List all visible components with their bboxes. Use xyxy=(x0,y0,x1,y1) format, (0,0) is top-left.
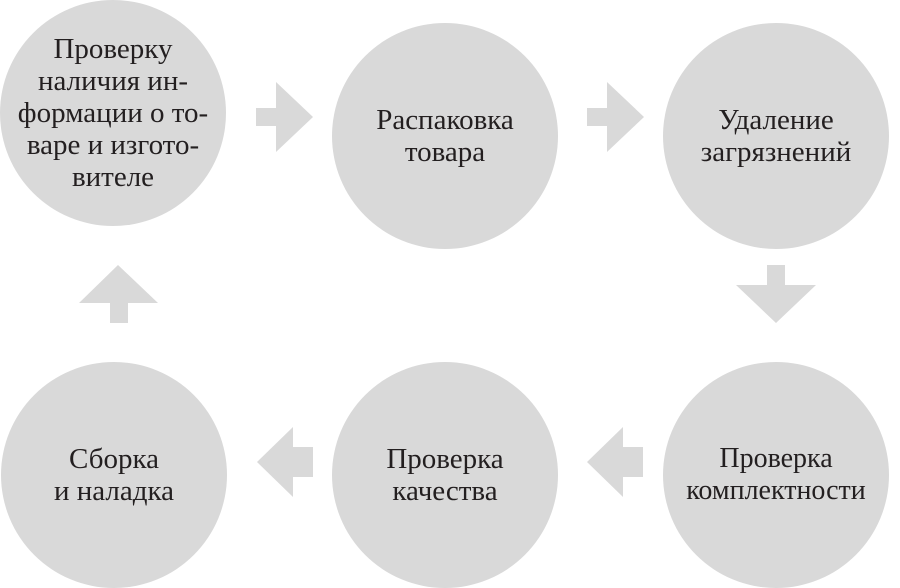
arrow-down-3-to-4 xyxy=(736,265,816,323)
step-circle-1: Проверку наличия ин- формации о то- варе… xyxy=(0,0,226,226)
step-label-4: Проверка комплектности xyxy=(686,443,866,506)
step-circle-6: Сборка и наладка xyxy=(1,362,227,588)
arrow-left-5-to-6 xyxy=(257,427,313,497)
step-label-2: Распаковка товара xyxy=(376,104,514,168)
step-circle-4: Проверка комплектности xyxy=(663,362,889,588)
step-circle-3: Удаление загрязнений xyxy=(663,23,889,249)
step-label-3: Удаление загрязнений xyxy=(700,104,852,168)
step-label-5: Проверка качества xyxy=(386,443,504,507)
step-label-6: Сборка и наладка xyxy=(53,443,175,507)
step-circle-2: Распаковка товара xyxy=(332,23,558,249)
arrow-right-1-to-2 xyxy=(256,82,313,152)
arrow-left-4-to-5 xyxy=(587,427,643,497)
step-circle-5: Проверка качества xyxy=(332,362,558,588)
arrow-up-6-to-1 xyxy=(79,265,158,323)
arrow-right-2-to-3 xyxy=(587,82,644,152)
step-label-1: Проверку наличия ин- формации о то- варе… xyxy=(17,33,209,193)
